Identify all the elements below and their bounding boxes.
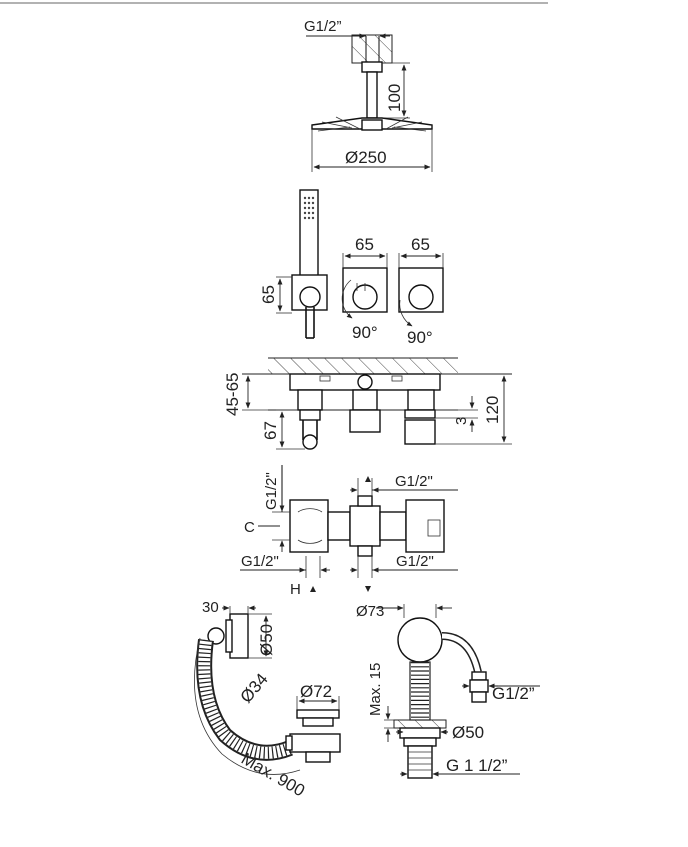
right-body <box>405 499 445 553</box>
h-label: H <box>290 581 301 598</box>
side-section-drawing <box>242 357 512 450</box>
center-body <box>349 505 381 547</box>
top-thread-label: G1/2" <box>395 473 433 490</box>
hose-nut <box>469 679 489 693</box>
shower-diameter-label: Ø250 <box>345 148 387 167</box>
wall-set-front-drawing <box>276 189 444 339</box>
ceiling-shower-drawing <box>306 33 433 172</box>
valve-body-plan-drawing <box>240 465 458 592</box>
spout-base <box>403 737 437 747</box>
knob1-width-label: 65 <box>355 235 374 254</box>
diverter-knob <box>408 284 434 310</box>
bottom-right-thread-label: G1/2" <box>396 553 434 570</box>
left-body <box>289 499 329 553</box>
knob2-rotation-label: 90° <box>407 328 433 347</box>
spout-max-label: Max. 15 <box>367 663 384 716</box>
hand-shower-height-label: 65 <box>259 285 278 304</box>
spout-hose-thread-label: G1/2” <box>492 684 535 703</box>
ceiling-hatch <box>351 34 393 64</box>
c-label: C <box>244 519 255 536</box>
spout-body <box>397 617 443 663</box>
shower-arm <box>366 71 378 119</box>
left-thread-vertical-label: G1/2" <box>263 472 280 510</box>
holder-knob <box>299 286 321 308</box>
spout-height-label: 67 <box>261 421 280 440</box>
drain-cover <box>296 709 340 719</box>
knob1-rotation-label: 90° <box>352 323 378 342</box>
hose-diameter-label: Ø34 <box>237 670 272 707</box>
ceiling-thread-label: G1/2” <box>304 18 342 35</box>
spout-base-thread-label: G 1 1/2” <box>446 756 508 775</box>
spout-diameter-label: Ø73 <box>356 603 384 620</box>
bath-filler-drawing <box>194 605 341 775</box>
drain-body <box>289 733 341 753</box>
spout-base-diameter-label: Ø50 <box>452 723 484 742</box>
arm-length-label: 100 <box>385 84 404 112</box>
drain-diameter-label: Ø72 <box>300 682 332 701</box>
diverter-side <box>404 419 436 445</box>
total-depth-label: 120 <box>483 396 502 424</box>
bath-spout-drawing <box>376 604 540 779</box>
filler-width-label: 30 <box>202 599 219 616</box>
small-offset-label: 3 <box>453 417 470 425</box>
knob2-width-label: 65 <box>411 235 430 254</box>
bottom-left-thread-label: G1/2" <box>241 553 279 570</box>
wall-depth-label: 45-65 <box>223 373 242 416</box>
thermostat-side <box>349 409 381 433</box>
spout-handle <box>302 434 318 450</box>
outlet-diameter-label: Ø50 <box>257 624 276 656</box>
